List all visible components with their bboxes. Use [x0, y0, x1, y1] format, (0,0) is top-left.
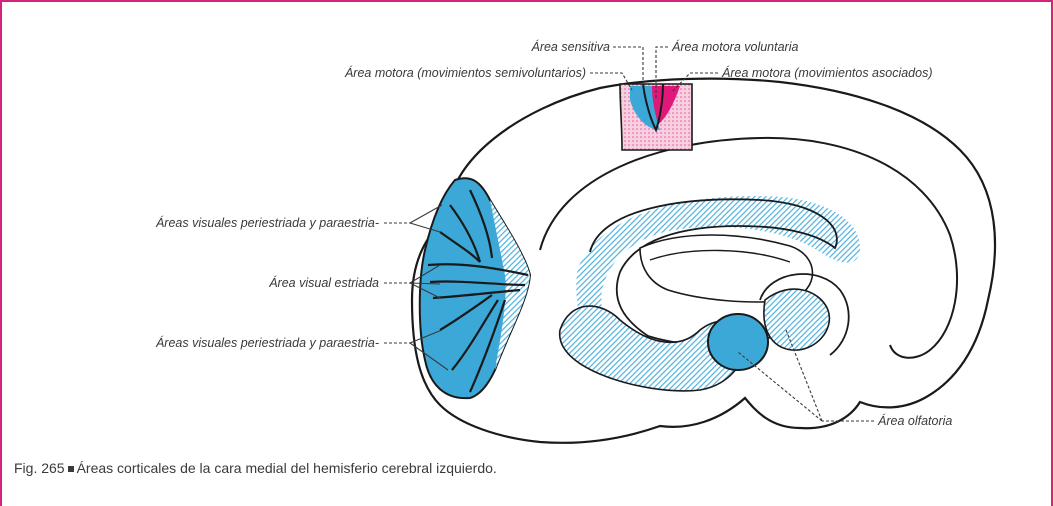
label-area-visual-estriada: Área visual estriada — [268, 275, 379, 290]
label-area-motora-semivoluntarios: Área motora (movimientos semivoluntarios… — [344, 65, 586, 80]
figure-caption: Fig. 265 Áreas corticales de la cara medi… — [14, 460, 497, 476]
figure-number: Fig. 265 — [14, 460, 65, 476]
caption-bullet-icon — [68, 466, 74, 472]
label-areas-visuales-top: Áreas visuales periestriada y paraestria… — [155, 215, 379, 230]
label-area-motora-voluntaria: Área motora voluntaria — [671, 39, 799, 54]
label-area-olfatoria: Área olfatoria — [877, 413, 952, 428]
label-area-motora-asociados: Área motora (movimientos asociados) — [721, 65, 933, 80]
figure-caption-text: Áreas corticales de la cara medial del h… — [77, 460, 497, 476]
label-areas-visuales-bottom: Áreas visuales periestriada y paraestria… — [155, 335, 379, 350]
label-area-sensitiva: Área sensitiva — [530, 39, 610, 54]
olfactory-hatched-area — [764, 289, 830, 350]
uncus-olfactory-area — [708, 314, 768, 370]
